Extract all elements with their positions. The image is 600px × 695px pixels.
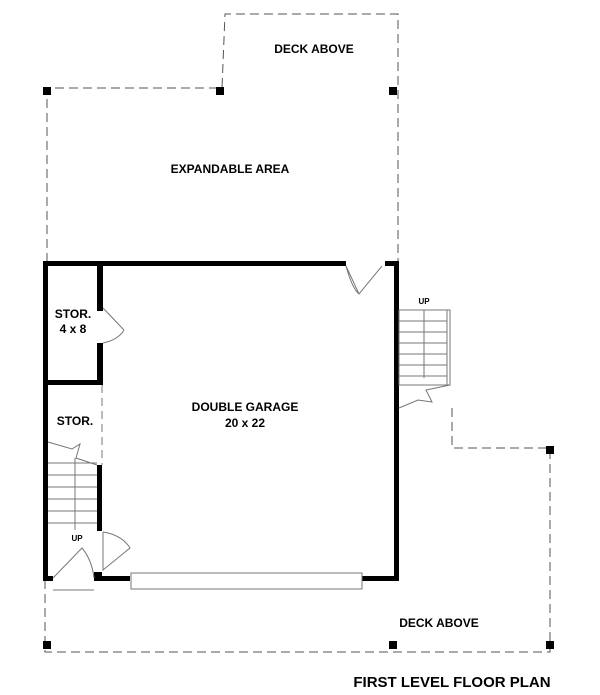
storage-small-label: STOR. bbox=[55, 307, 91, 321]
posts bbox=[43, 87, 554, 649]
storage-small-size: 4 x 8 bbox=[60, 322, 87, 336]
plan-title: FIRST LEVEL FLOOR PLAN bbox=[353, 674, 550, 691]
deck-above-bottom-label: DECK ABOVE bbox=[399, 616, 479, 630]
garage-size: 20 x 22 bbox=[225, 416, 265, 430]
right-stair bbox=[398, 309, 451, 409]
left-stair bbox=[47, 441, 98, 530]
garage-door bbox=[130, 572, 363, 590]
left-stair-up-label: UP bbox=[71, 534, 83, 543]
lower-deck-outline bbox=[44, 405, 551, 653]
right-stair-up-label: UP bbox=[418, 297, 430, 306]
storage-label: STOR. bbox=[57, 414, 93, 428]
upper-deck-outline bbox=[46, 13, 399, 262]
walls bbox=[43, 261, 399, 581]
garage-label: DOUBLE GARAGE bbox=[192, 400, 299, 414]
deck-above-top-label: DECK ABOVE bbox=[274, 42, 354, 56]
doors bbox=[52, 265, 383, 591]
expandable-area-label: EXPANDABLE AREA bbox=[171, 162, 290, 176]
